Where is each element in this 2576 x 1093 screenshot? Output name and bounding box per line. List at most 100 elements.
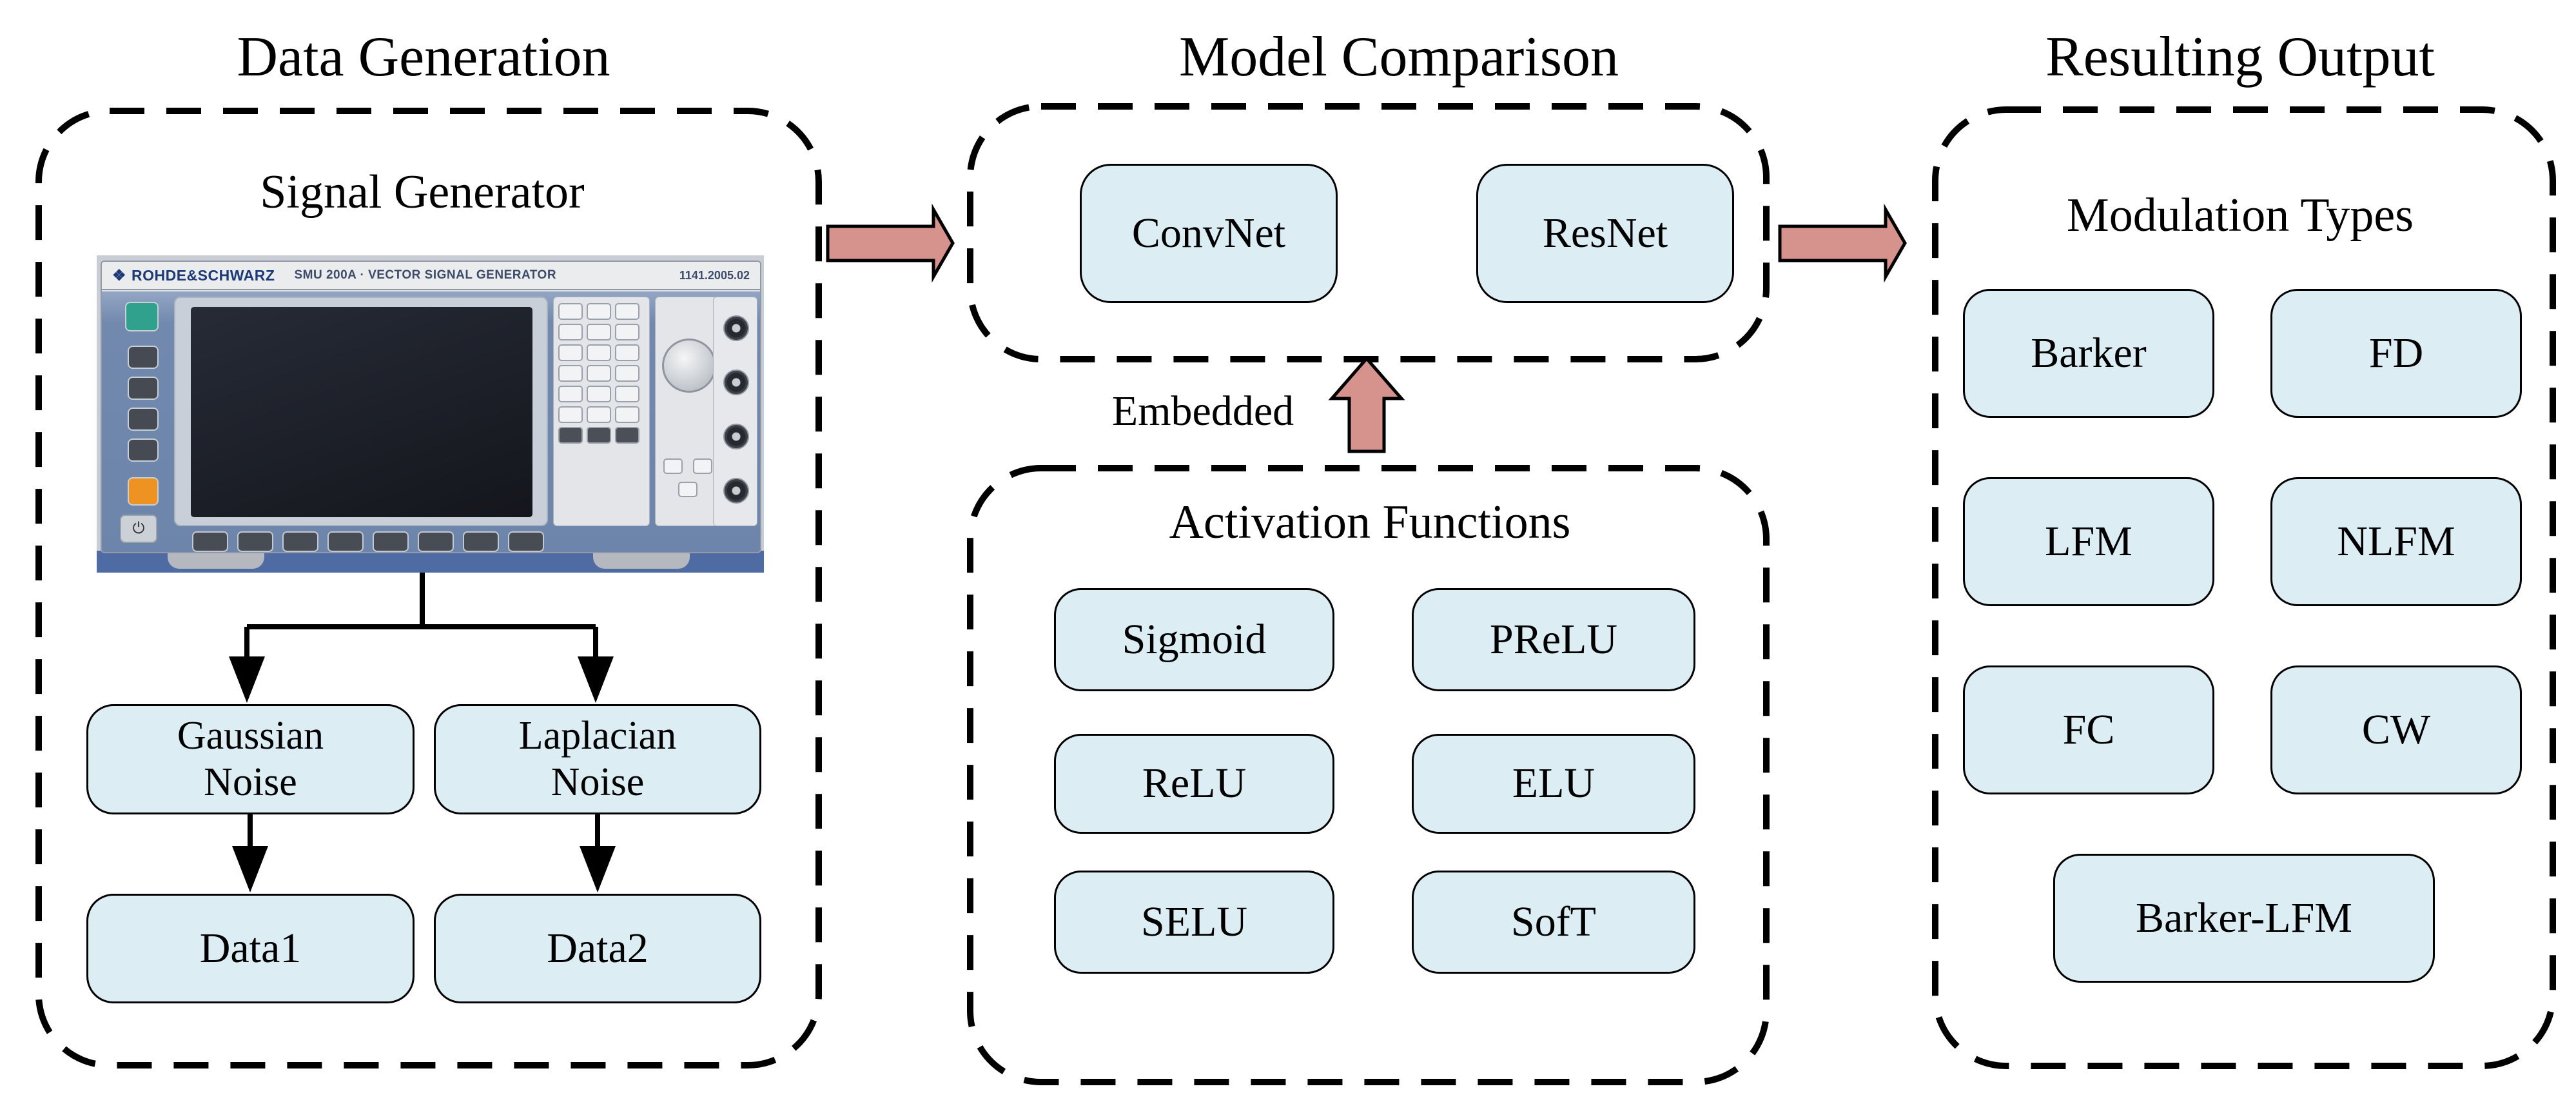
power-icon: ⏻	[132, 520, 145, 537]
resnet-box: ResNet	[1476, 164, 1734, 303]
rohde-schwarz-logo: ❖ ROHDE&SCHWARZ	[112, 266, 275, 285]
sigmoid-box: Sigmoid	[1054, 588, 1334, 691]
device-rotary-knob	[662, 339, 716, 393]
convnet-box: ConvNet	[1080, 164, 1338, 303]
device-key	[587, 365, 611, 382]
box-label: ResNet	[1542, 209, 1668, 257]
data2-box: Data2	[434, 894, 761, 1003]
box-label: Sigmoid	[1122, 615, 1267, 663]
device-key	[558, 324, 583, 340]
device-key	[558, 427, 583, 444]
box-label: FD	[2368, 329, 2424, 377]
device-green-button	[125, 302, 159, 331]
device-model: SMU 200A · VECTOR SIGNAL GENERATOR	[294, 268, 557, 282]
bnc-connector-icon	[723, 478, 749, 504]
box-label: Barker	[2031, 329, 2147, 377]
device-softkey	[373, 531, 409, 552]
device-key	[587, 344, 611, 361]
box-label: Noise	[551, 760, 645, 804]
gaussian-noise-box: Gaussian Noise	[86, 704, 415, 814]
box-label: Laplacian	[518, 713, 677, 758]
flow-arrow-embedded-up-icon	[1328, 356, 1405, 453]
device-header: ❖ ROHDE&SCHWARZ SMU 200A · VECTOR SIGNAL…	[102, 262, 760, 290]
device-softkey	[418, 531, 454, 552]
box-label: SELU	[1141, 898, 1247, 945]
box-label: Noise	[204, 760, 297, 804]
device-power-button: ⏻	[120, 515, 157, 543]
device-softkey	[508, 531, 544, 552]
device-key	[615, 386, 639, 402]
device-nav-key	[678, 482, 698, 497]
section-title-model-comparison: Model Comparison	[1179, 26, 1619, 88]
device-brand: ROHDE&SCHWARZ	[132, 266, 275, 284]
laplacian-noise-box: Laplacian Noise	[434, 704, 761, 814]
box-label: PReLU	[1490, 615, 1617, 663]
device-key	[615, 324, 639, 340]
bnc-connector-icon	[723, 424, 749, 449]
device-key	[587, 303, 611, 320]
device-key	[558, 303, 583, 320]
flow-arrow-data-to-models-icon	[826, 203, 955, 283]
box-label: NLFM	[2337, 517, 2455, 565]
device-key	[558, 386, 583, 402]
box-label: ConvNet	[1131, 209, 1286, 257]
device-key	[615, 406, 639, 423]
device-nav-key	[693, 458, 712, 474]
device-key	[558, 365, 583, 382]
device-button	[128, 377, 159, 400]
device-softkey	[463, 531, 499, 552]
device-button	[128, 438, 159, 462]
soft-box: SofT	[1412, 871, 1695, 974]
box-label: SofT	[1511, 898, 1596, 945]
device-key	[587, 406, 611, 423]
device-softkey	[282, 531, 318, 552]
device-key	[558, 344, 583, 361]
device-key	[615, 427, 639, 444]
device-connector-panel	[713, 297, 757, 526]
signal-generator-photo: ❖ ROHDE&SCHWARZ SMU 200A · VECTOR SIGNAL…	[97, 255, 764, 573]
device-key	[587, 386, 611, 402]
data-generation-panel-border	[35, 108, 822, 1068]
device-body: ⏻	[102, 291, 760, 552]
cw-box: CW	[2270, 665, 2522, 794]
device-screen	[191, 307, 532, 517]
device-nav-key	[663, 458, 683, 474]
flow-arrow-models-to-output-icon	[1778, 203, 1907, 283]
prelu-box: PReLU	[1412, 588, 1695, 691]
device-knob-panel	[655, 297, 722, 526]
lfm-box: LFM	[1963, 477, 2214, 606]
box-label: FC	[2062, 705, 2115, 753]
modulation-types-label: Modulation Types	[2066, 189, 2414, 242]
relu-box: ReLU	[1054, 734, 1334, 834]
fd-box: FD	[2270, 289, 2522, 418]
section-title-data-generation: Data Generation	[237, 26, 610, 88]
box-label: Data1	[199, 924, 302, 972]
box-label: ELU	[1512, 760, 1595, 807]
arrowhead-to-data2-icon	[580, 846, 616, 892]
device-button	[128, 408, 159, 431]
barker-lfm-box: Barker-LFM	[2053, 854, 2435, 983]
device-softkey	[327, 531, 364, 552]
device-key	[615, 344, 639, 361]
device-key	[615, 303, 639, 320]
device-orange-button	[128, 477, 159, 506]
activation-functions-title: Activation Functions	[1169, 496, 1571, 549]
bnc-connector-icon	[723, 369, 749, 395]
device-key	[587, 324, 611, 340]
elu-box: ELU	[1412, 734, 1695, 834]
device-softkey	[192, 531, 228, 552]
arrowhead-to-laplacian-icon	[578, 656, 614, 703]
rs-diamond-icon: ❖	[112, 266, 127, 284]
barker-box: Barker	[1963, 289, 2214, 418]
device-screen-frame	[174, 297, 548, 526]
embedded-label: Embedded	[1111, 388, 1294, 435]
box-label: Data2	[547, 924, 649, 972]
device-key	[587, 427, 611, 444]
device-key	[558, 406, 583, 423]
device-front-panel: ❖ ROHDE&SCHWARZ SMU 200A · VECTOR SIGNAL…	[101, 261, 761, 553]
box-label: Gaussian	[177, 713, 324, 758]
box-label: CW	[2361, 705, 2431, 753]
arrowhead-to-data1-icon	[232, 846, 268, 892]
section-title-resulting-output: Resulting Output	[2045, 26, 2435, 88]
